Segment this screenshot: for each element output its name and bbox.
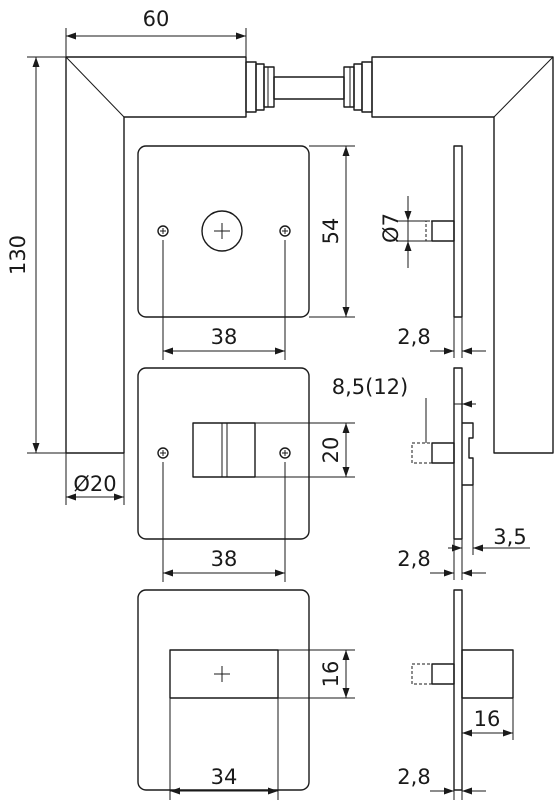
keyhole-plate-thickness-label: 2,8 (397, 765, 430, 789)
rose-side-view (425, 145, 463, 318)
rose-side-dimensions: Ø7 2,8 (379, 196, 486, 358)
keyhole-knob-width-label: 16 (474, 707, 501, 731)
thumbturn-plate-height-label: 20 (319, 437, 343, 464)
handle-diameter-label: Ø20 (73, 472, 116, 496)
thumbturn-plate-dimensions: 20 38 (162, 422, 355, 582)
rose-plate (137, 145, 310, 318)
rose-spindle-diameter-label: Ø7 (379, 213, 403, 243)
handle-dimensions: 60 130 Ø20 (6, 7, 247, 505)
keyhole-side-view (411, 589, 514, 791)
screw-hole (157, 447, 169, 459)
rose-plate-thickness-label: 2,8 (397, 325, 430, 349)
thumbturn-plate-thickness-label: 2,8 (397, 547, 430, 571)
thumbturn-knob-offset-label: 3,5 (493, 525, 526, 549)
screw-hole (157, 225, 169, 237)
rose-screw-spacing-label: 38 (211, 325, 238, 349)
screw-hole (279, 447, 291, 459)
keyhole-plate-width-label: 34 (211, 765, 238, 789)
thumbturn-screw-spacing-label: 38 (211, 547, 238, 571)
thumbturn-plate (137, 367, 310, 540)
keyhole-side-dimensions: 16 2,8 (397, 698, 514, 800)
handle-length-label: 60 (143, 7, 170, 31)
thumbturn-spindle-length-label: 8,5(12) (332, 375, 409, 399)
screw-hole (279, 225, 291, 237)
keyhole-plate (137, 589, 310, 791)
handle-height-label: 130 (6, 235, 30, 275)
rose-plate-height-label: 54 (319, 218, 343, 245)
right-lever-handle (343, 56, 554, 454)
keyhole-plate-height-label: 16 (319, 661, 343, 688)
thumbturn-side-view (411, 367, 474, 540)
keyhole-plate-dimensions: 16 34 (169, 649, 355, 800)
thumbturn-side-dimensions: 8,5(12) 2,8 3,5 (332, 375, 530, 580)
rose-plate-dimensions: 54 38 (162, 145, 355, 360)
left-lever-handle (65, 56, 345, 454)
